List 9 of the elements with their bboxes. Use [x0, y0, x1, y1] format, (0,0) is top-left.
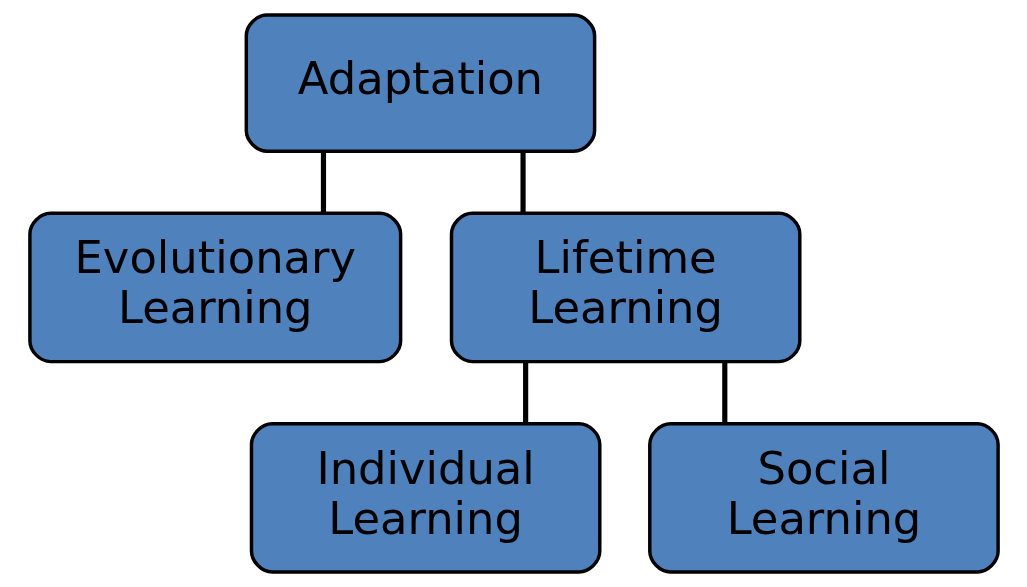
connector: [721, 361, 727, 424]
node-box: Social Learning: [647, 421, 1000, 574]
connector: [320, 151, 326, 214]
node-box: Lifetime Learning: [449, 211, 802, 364]
node-box: Adaptation: [244, 13, 596, 153]
connector: [522, 361, 528, 424]
connector: [519, 151, 526, 214]
node-box: Evolutionary Learning: [27, 211, 402, 364]
node-box: Individual Learning: [249, 421, 601, 574]
